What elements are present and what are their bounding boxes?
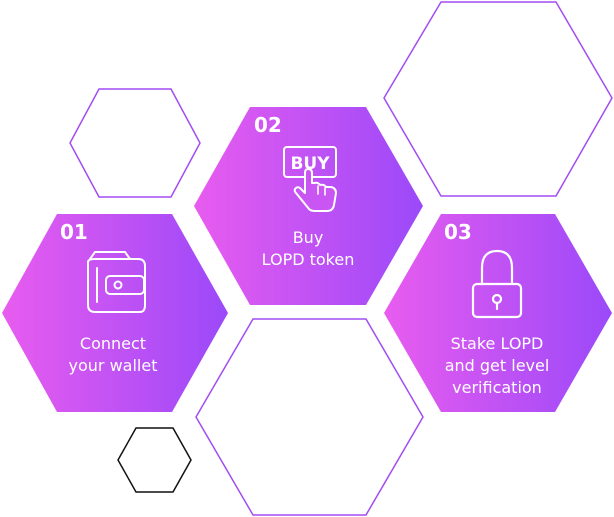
step-buy-token: 02 BUY Buy LOPD token xyxy=(194,107,423,305)
step-label-line: LOPD token xyxy=(262,250,355,269)
outline-hexagon-large-top-right xyxy=(383,1,613,197)
step-label-line: Buy xyxy=(293,228,324,247)
lock-icon xyxy=(471,249,523,319)
buy-button-hand-icon: BUY xyxy=(283,146,337,212)
step-label-line: Connect xyxy=(80,334,146,353)
step-label-line: and get level xyxy=(445,356,550,375)
outline-hexagon-small-dark xyxy=(117,427,192,493)
step-number: 03 xyxy=(444,220,472,244)
outline-hexagon-large-bottom xyxy=(195,318,424,516)
step-stake-lopd: 03 Stake LOPD and get level verification xyxy=(384,214,612,412)
step-number: 01 xyxy=(60,220,88,244)
step-label-line: verification xyxy=(452,378,542,397)
outline-hexagon-small-top xyxy=(69,88,201,198)
step-label-line: your wallet xyxy=(69,356,158,375)
buy-icon-text: BUY xyxy=(290,154,330,174)
step-label-line: Stake LOPD xyxy=(451,334,544,353)
wallet-icon xyxy=(87,251,146,313)
step-connect-wallet: 01 Connect your wallet xyxy=(2,214,228,412)
step-hexagon-03 xyxy=(384,214,612,412)
step-number: 02 xyxy=(254,113,282,137)
